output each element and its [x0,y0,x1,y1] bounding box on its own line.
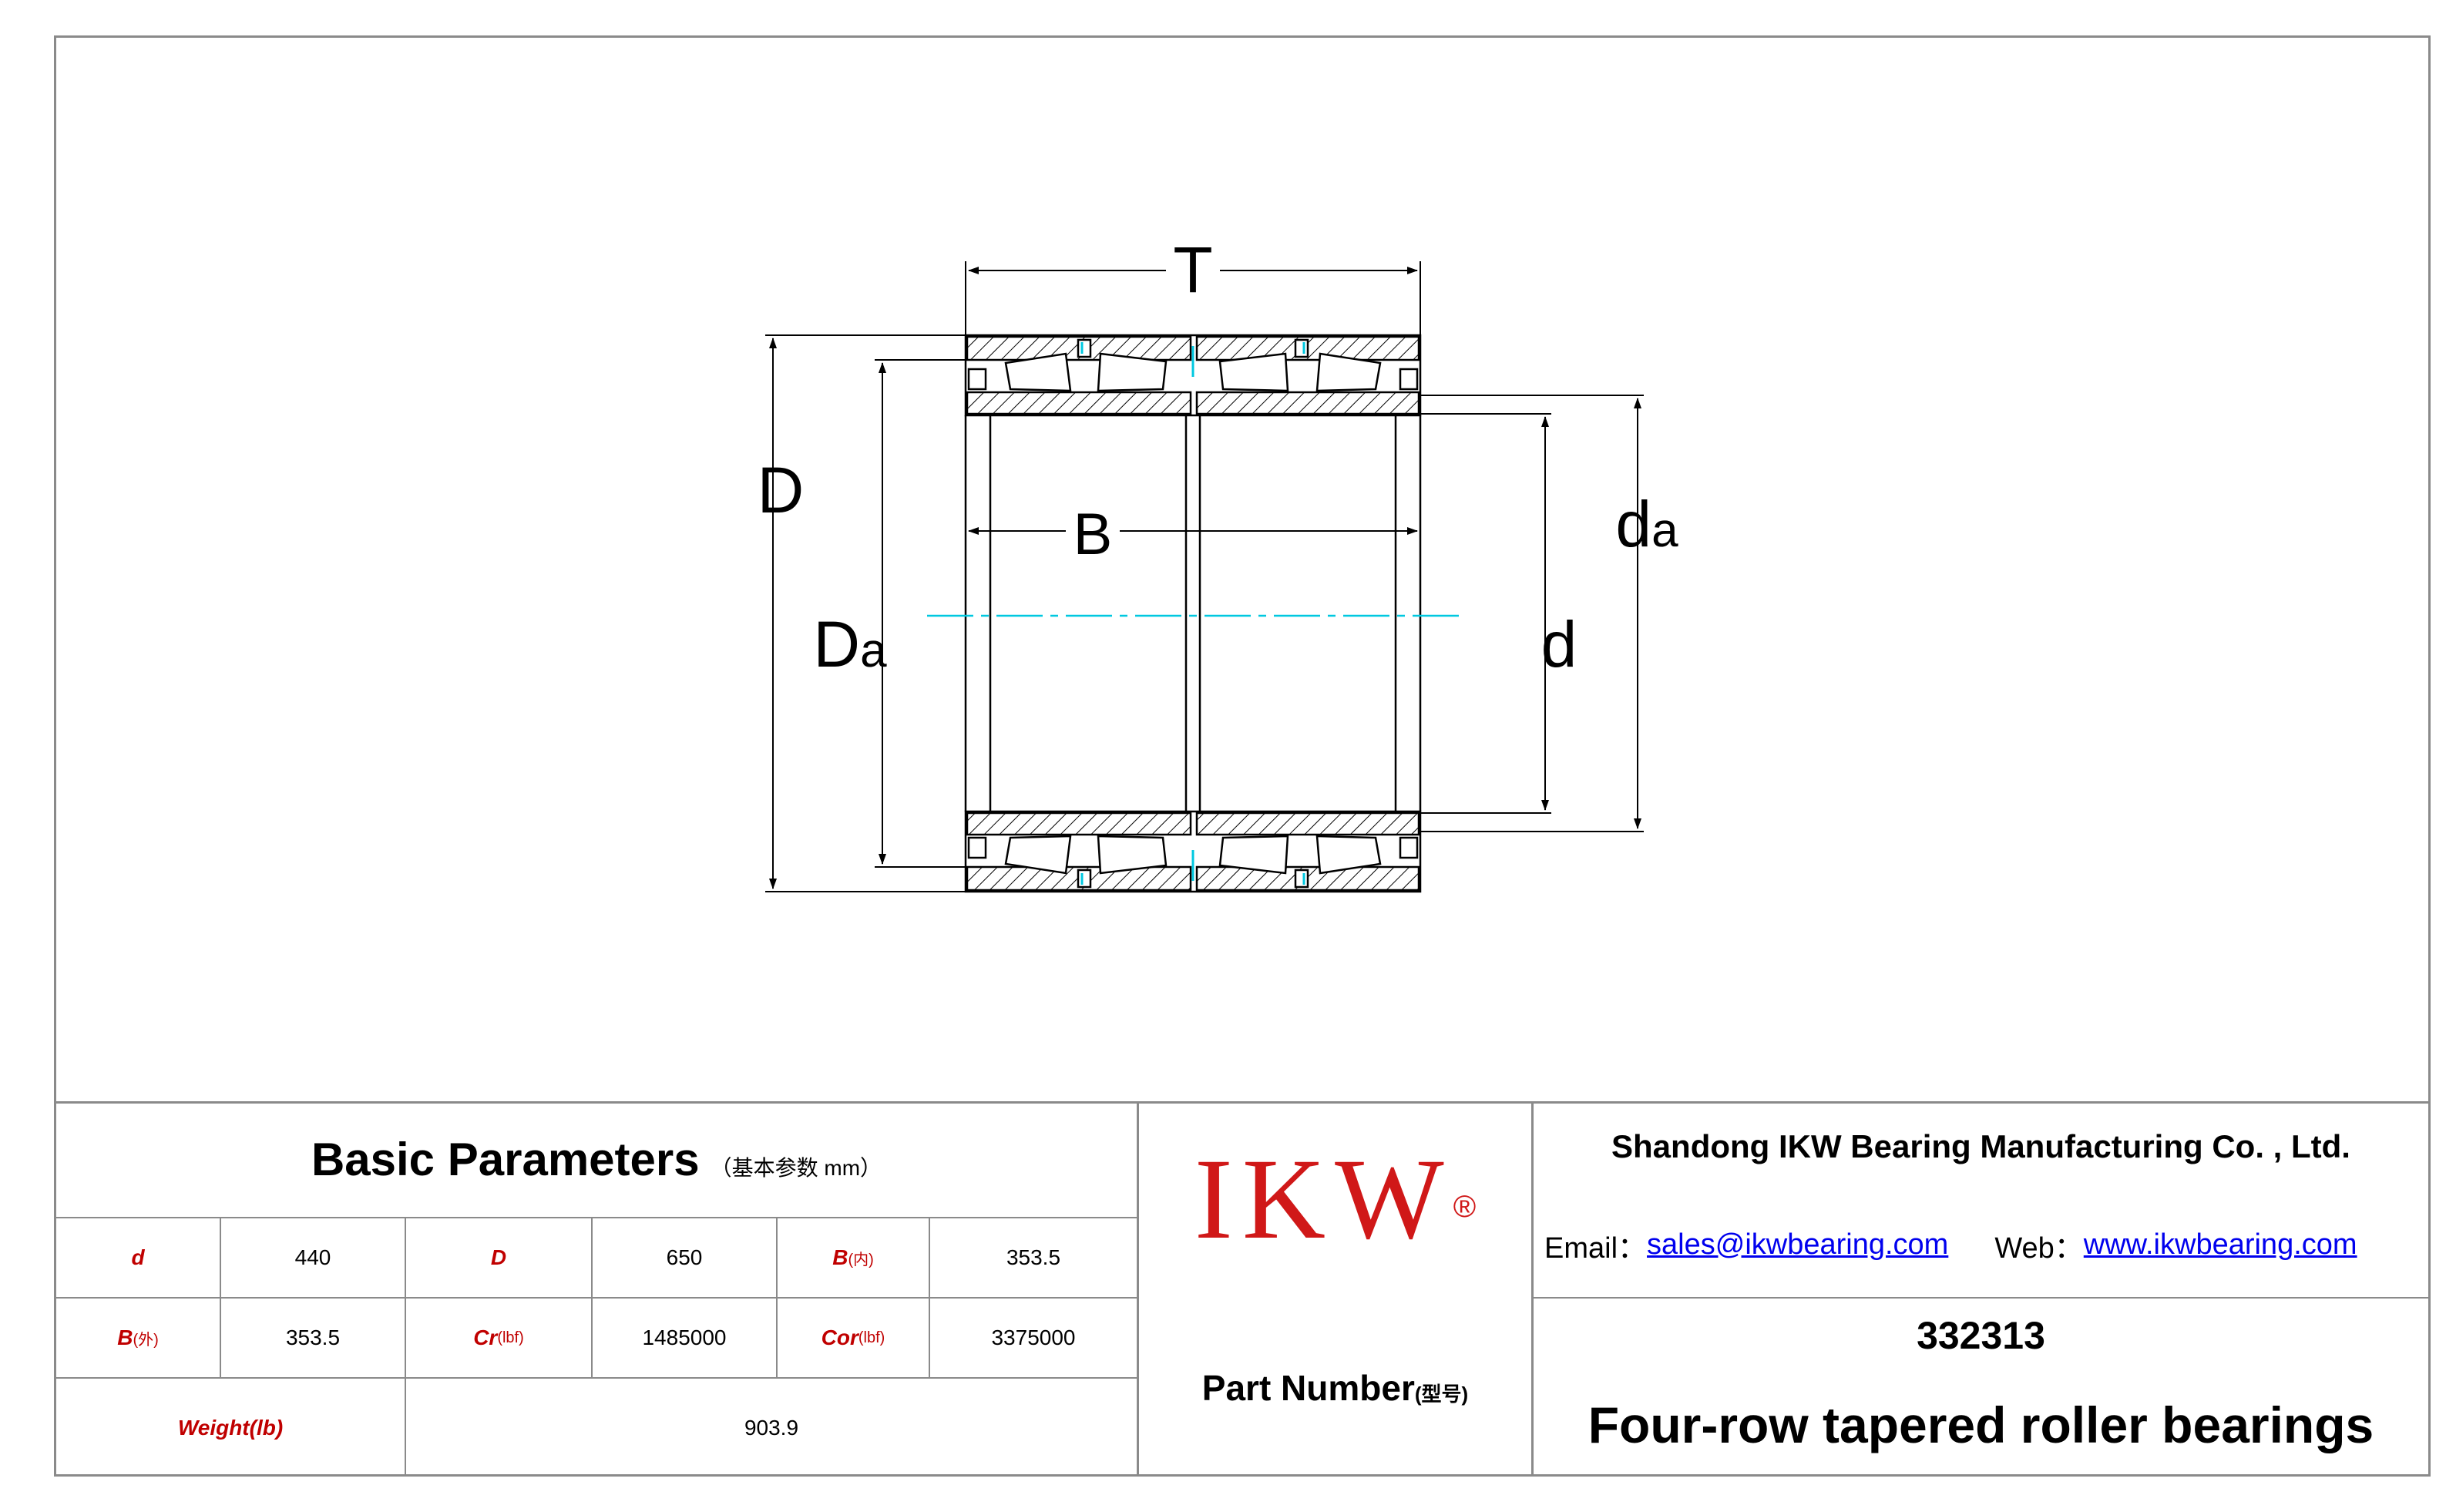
product-name-cell: Four-row tapered roller bearings [1534,1373,2428,1477]
param-label-B-outer: B(外) [117,1326,159,1349]
param-label-weight: Weight(lb) [177,1415,284,1440]
param-value-weight: 903.9 [744,1415,799,1440]
part-number-label-sub: (型号) [1414,1383,1469,1406]
basic-parameters-header: Basic Parameters （基本参数 mm） [56,1101,1137,1217]
basic-parameters-title: Basic Parameters [311,1133,700,1185]
part-number-value: 332313 [1917,1314,2045,1357]
param-label-Cr: Cr(lbf) [473,1326,524,1349]
param-label-B-inner: B(内) [832,1245,874,1269]
company-name: Shandong IKW Bearing Manufacturing Co. ,… [1534,1101,2428,1192]
web-label: Web： [1994,1231,2084,1265]
param-value-Cor: 3375000 [991,1326,1076,1349]
param-value-Cr: 1485000 [642,1326,727,1349]
param-label-Cor: Cor(lbf) [821,1326,885,1349]
email-link[interactable]: sales@ikwbearing.com [1647,1228,1949,1261]
part-number-label: Part Number [1201,1367,1415,1408]
basic-parameters-subtitle: （基本参数 mm） [710,1156,882,1180]
dim-label-T: T [1173,234,1212,306]
extension-lines [765,261,1644,892]
param-label-D: D [490,1245,507,1269]
param-label-d: d [131,1245,145,1269]
dim-label-B: B [1073,502,1113,567]
dim-label-d: d [1541,608,1577,680]
ikw-logo-text: IKW [1194,1135,1453,1263]
company-name-text: Shandong IKW Bearing Manufacturing Co. ,… [1611,1128,2350,1164]
email-label: Email： [1544,1231,1648,1265]
part-number-label-cell: Part Number(型号) [1139,1299,1531,1477]
dim-label-da: da [1615,488,1678,560]
ikw-logo: IKW® [1139,1101,1531,1297]
part-number-value-cell: 332313 [1534,1299,2428,1373]
drawing-sheet: T B D Da d da Basic Parameters （基本参数 mm）… [54,35,2431,1477]
dim-label-Da: Da [813,608,887,680]
param-value-B-inner: 353.5 [1006,1245,1061,1269]
param-value-B-outer: 353.5 [285,1326,341,1349]
bearing-drawing: T B D Da d da [758,234,1678,893]
param-value-D: 650 [666,1245,703,1269]
company-contact: Email： sales@ikwbearing.com Web： www.ikw… [1534,1192,2428,1297]
dim-label-D: D [758,454,805,526]
registered-mark: ® [1453,1189,1477,1224]
web-link[interactable]: www.ikwbearing.com [2083,1228,2357,1261]
product-name: Four-row tapered roller bearings [1588,1396,2374,1453]
param-value-d: 440 [294,1245,331,1269]
bearing-body-outline [964,415,1422,811]
